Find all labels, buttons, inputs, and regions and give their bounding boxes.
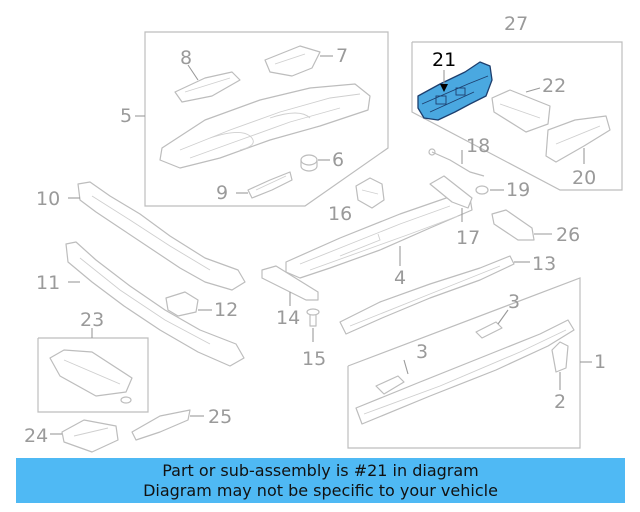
callout-25: 25	[208, 406, 232, 428]
callout-24: 24	[24, 425, 48, 447]
callout-26: 26	[556, 224, 580, 246]
callout-3-upper: 3	[508, 291, 520, 313]
callout-17: 17	[456, 227, 480, 249]
part-2-bracket	[551, 341, 569, 373]
part-26-bracket	[491, 209, 535, 241]
callout-9: 9	[216, 182, 228, 204]
part-16-bracket	[355, 177, 385, 209]
part-21-highlighted	[417, 61, 493, 121]
part-6-plug	[300, 154, 318, 172]
part-18-harness	[428, 148, 485, 177]
group-box-27	[411, 41, 623, 191]
banner-line-2: Diagram may not be specific to your vehi…	[143, 480, 498, 500]
callout-14: 14	[276, 307, 300, 329]
part-17-bracket	[429, 175, 473, 209]
callout-11: 11	[36, 272, 60, 294]
callout-12: 12	[214, 299, 238, 321]
part-3-bracket-lower	[375, 375, 405, 395]
callout-13: 13	[532, 253, 556, 275]
part-1-sill	[355, 319, 575, 425]
part-12-bracket	[165, 291, 199, 317]
banner-line-1: Part or sub-assembly is #21 in diagram	[162, 460, 479, 480]
part-14-bracket	[261, 265, 319, 301]
callout-27: 27	[504, 13, 528, 35]
callout-6: 6	[332, 149, 344, 171]
part-25-bracket	[131, 409, 191, 441]
part-8-bracket	[174, 71, 241, 103]
callout-8: 8	[180, 47, 192, 69]
callout-19: 19	[506, 179, 530, 201]
part-24-plate	[61, 419, 119, 453]
part-11-rail	[65, 241, 245, 367]
callout-7: 7	[336, 45, 348, 67]
callout-3-lower: 3	[416, 341, 428, 363]
callout-10: 10	[36, 188, 60, 210]
callout-5: 5	[120, 105, 132, 127]
callout-16: 16	[328, 203, 352, 225]
callout-22: 22	[542, 75, 566, 97]
callout-18: 18	[466, 135, 490, 157]
part-9-reinforcement	[247, 171, 293, 199]
callout-15: 15	[302, 348, 326, 370]
callout-4: 4	[394, 267, 406, 289]
callout-23: 23	[80, 309, 104, 331]
group-box-5	[135, 31, 389, 207]
part-10-rail	[77, 181, 246, 291]
part-7-bracket	[264, 45, 321, 77]
callout-21: 21	[432, 49, 456, 71]
callout-2: 2	[554, 391, 566, 413]
part-3-bracket-upper	[475, 321, 503, 339]
callout-20: 20	[572, 167, 596, 189]
part-5-floor-pan	[159, 83, 371, 169]
part-19-plug	[475, 185, 489, 195]
callout-1: 1	[594, 351, 606, 373]
group-box-1	[347, 277, 592, 449]
part-13-rail	[339, 255, 515, 335]
part-15-bolt	[306, 308, 320, 327]
info-banner: Part or sub-assembly is #21 in diagram D…	[16, 458, 625, 503]
part-22-panel	[491, 89, 551, 133]
part-23-bracket	[49, 349, 133, 404]
group-box-23	[37, 328, 149, 413]
part-4-rear-floor	[285, 195, 473, 279]
part-20-bracket	[545, 115, 611, 163]
